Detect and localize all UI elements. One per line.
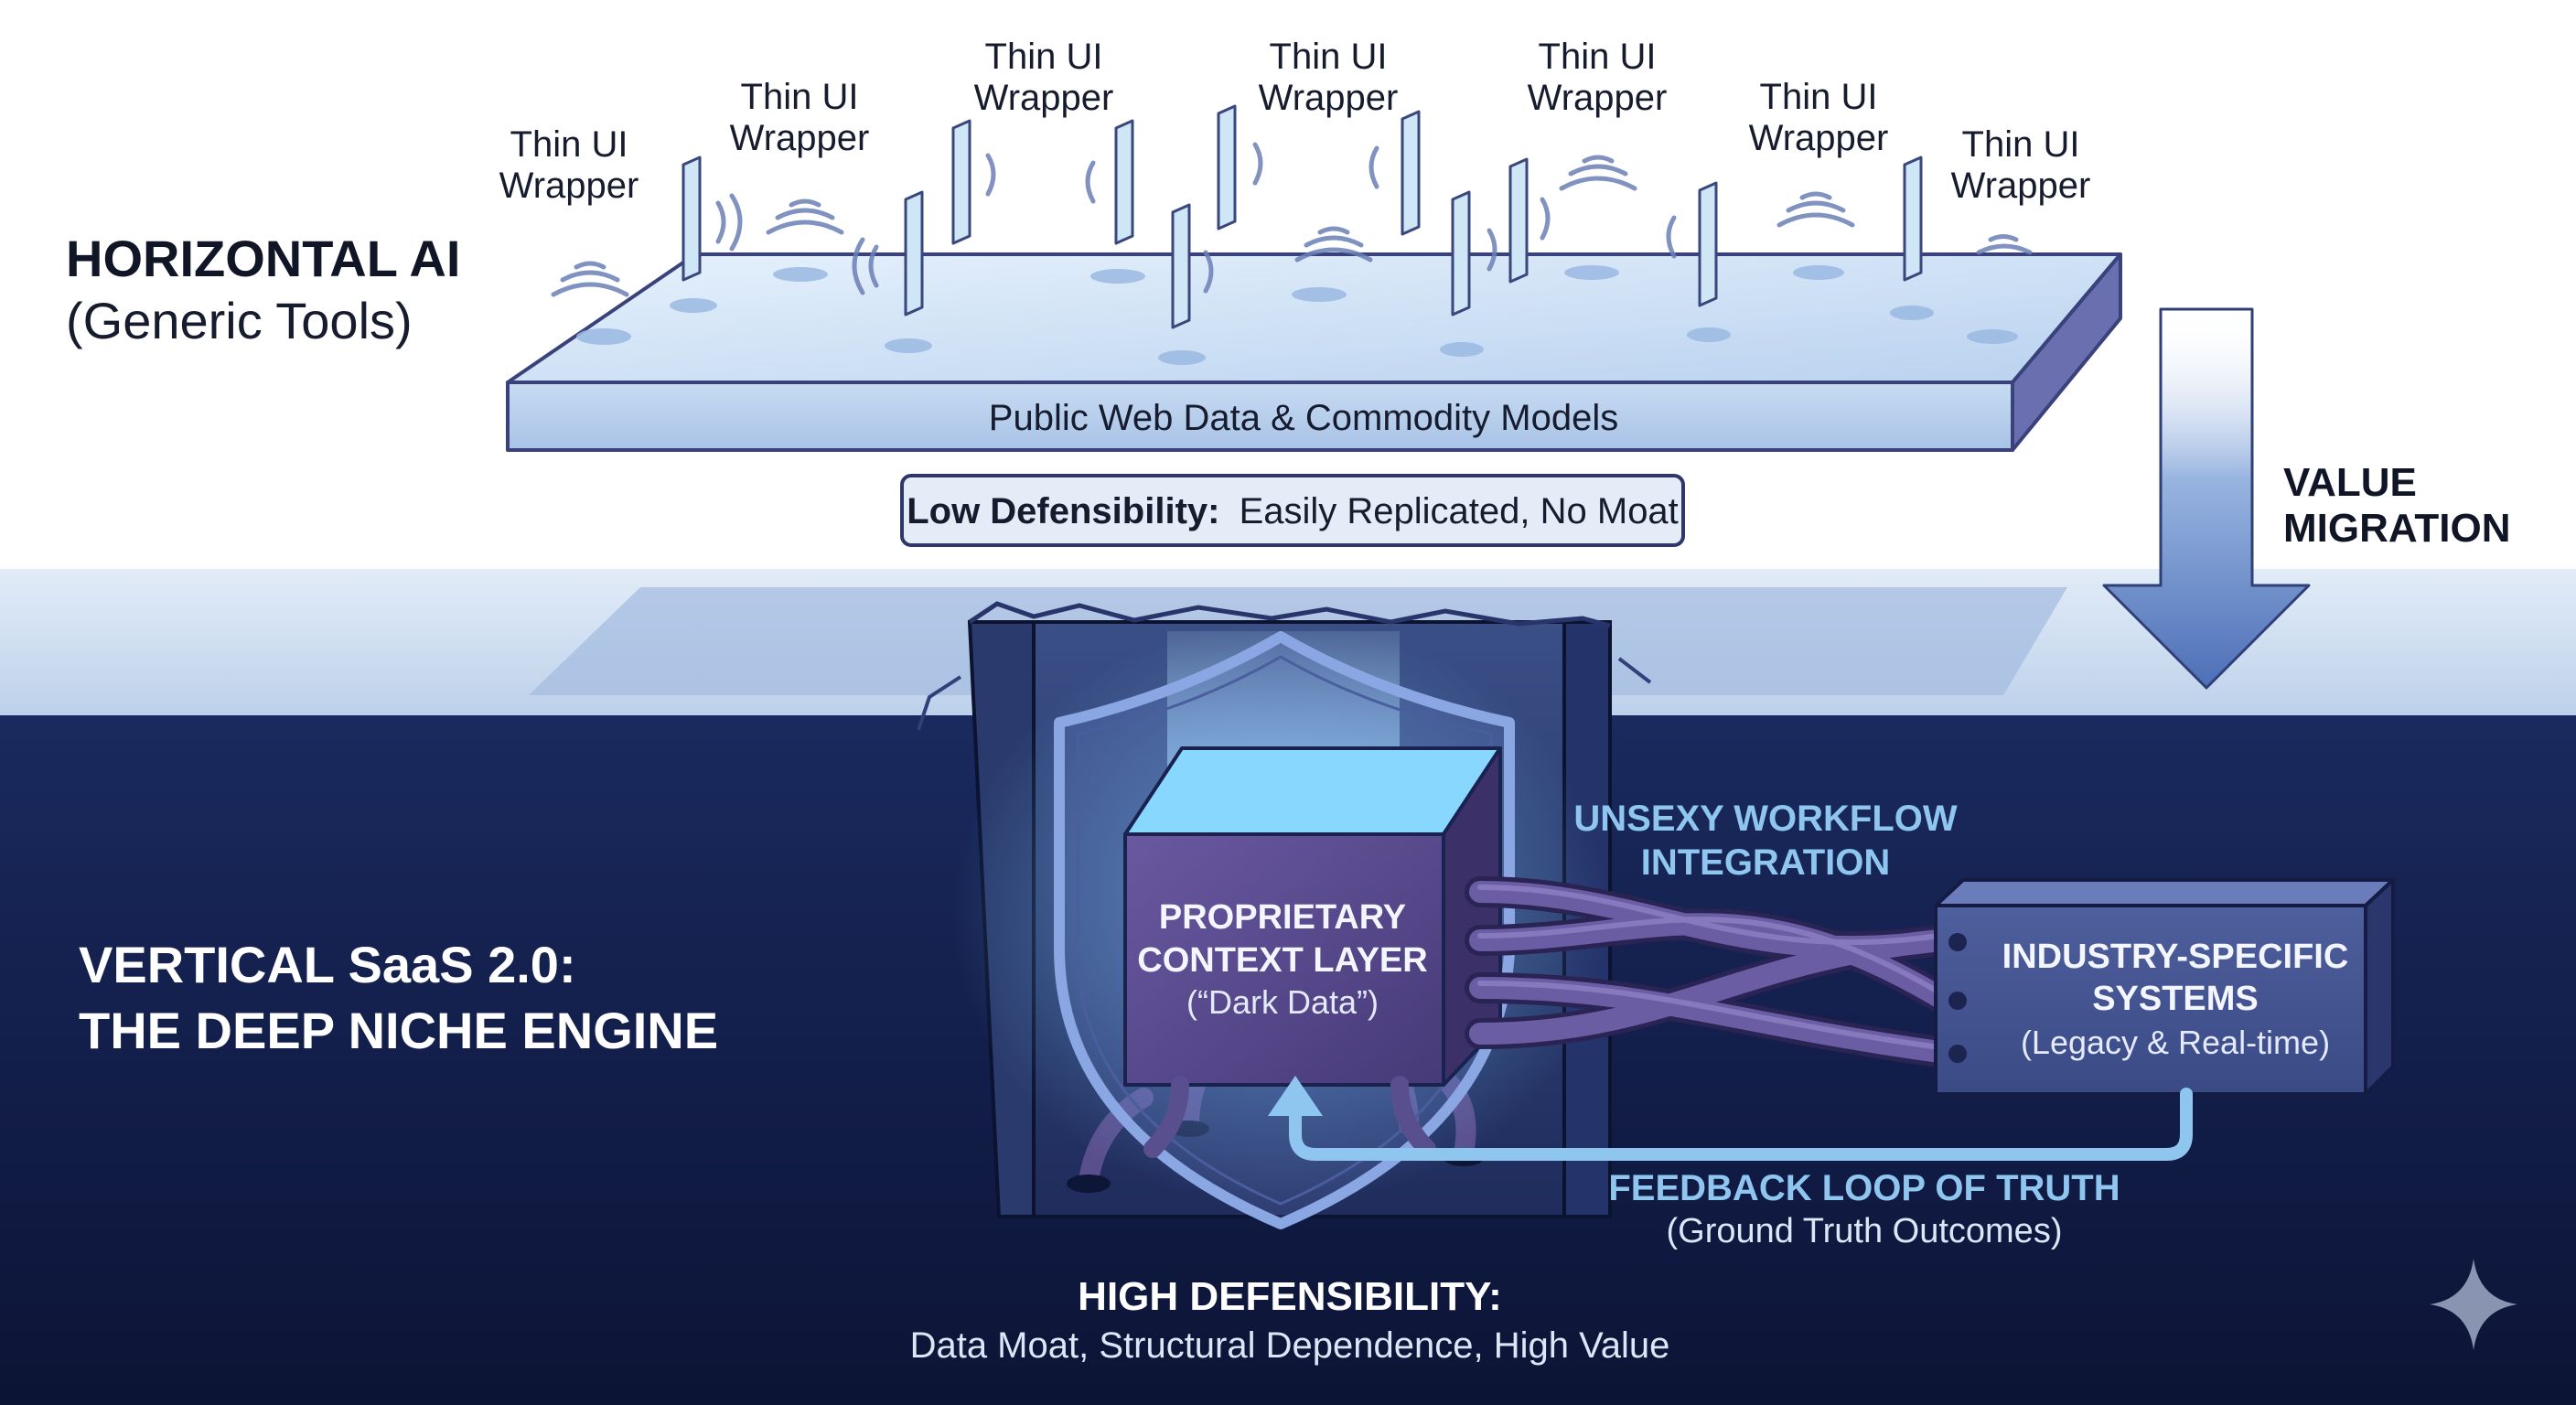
high-defensibility-heading: HIGH DEFENSIBILITY: <box>1078 1274 1502 1319</box>
wrapper-label-4-line2: Wrapper <box>1259 78 1399 118</box>
wrapper-panels <box>682 104 1923 329</box>
vertical-saas-heading-line1: VERTICAL SaaS 2.0: <box>79 936 576 993</box>
wrapper-label-6-line2: Wrapper <box>1749 118 1889 158</box>
proprietary-context-cube: PROPRIETARY CONTEXT LAYER (“Dark Data”) <box>1123 746 1502 1087</box>
arrow-down-icon <box>2102 307 2311 690</box>
workflow-label-line1: UNSEXY WORKFLOW <box>1573 799 1958 839</box>
core-label-line1: PROPRIETARY <box>1159 898 1406 937</box>
low-defensibility-text: Easily Replicated, No Moat <box>1240 491 1679 531</box>
value-migration-line1: VALUE <box>2283 460 2417 505</box>
wrapper-panel <box>1903 156 1923 282</box>
horizontal-ai-subheading: (Generic Tools) <box>66 292 413 349</box>
wrapper-panel <box>1451 190 1471 316</box>
wrapper-panel <box>951 119 971 245</box>
systems-label-line2: SYSTEMS <box>2092 980 2259 1018</box>
wrapper-label-3-line1: Thin UI <box>985 37 1103 77</box>
systems-label-line3: (Legacy & Real-time) <box>2021 1024 2330 1061</box>
value-migration-line2: MIGRATION <box>2283 506 2511 551</box>
industry-systems-box: INDUSTRY-SPECIFIC SYSTEMS (Legacy & Real… <box>1934 878 2395 1096</box>
platform-label: Public Web Data & Commodity Models <box>989 398 1618 438</box>
cube-base-pipes <box>1143 1076 1436 1158</box>
wrapper-label-6-line1: Thin UI <box>1760 77 1878 117</box>
svg-text:Low Defensibility: Easil: Low Defensibility: Easily Replicated, No… <box>907 491 1679 531</box>
wrapper-label-4-line1: Thin UI <box>1270 37 1388 77</box>
wrapper-panel <box>904 190 924 316</box>
core-label-line2: CONTEXT LAYER <box>1137 941 1427 980</box>
feedback-label-line1: FEEDBACK LOOP OF TRUTH <box>1608 1168 2120 1208</box>
core-label-line3: (“Dark Data”) <box>1186 983 1379 1021</box>
wrapper-labels: Thin UI Wrapper Thin UI Wrapper Thin UI … <box>499 37 2091 206</box>
wrapper-label-5-line1: Thin UI <box>1539 37 1657 77</box>
wrapper-label-3-line2: Wrapper <box>974 78 1114 118</box>
wrapper-panel <box>1171 203 1191 329</box>
feedback-label-line2: (Ground Truth Outcomes) <box>1667 1212 2063 1250</box>
wrapper-panel <box>1217 104 1237 231</box>
wrapper-label-7-line1: Thin UI <box>1962 124 2080 165</box>
wrapper-panel <box>1114 119 1134 245</box>
vertical-saas-heading-line2: THE DEEP NICHE ENGINE <box>79 1002 718 1059</box>
workflow-label-line2: INTEGRATION <box>1641 842 1891 883</box>
wrapper-label-1-line2: Wrapper <box>499 166 639 206</box>
wrapper-panel <box>1698 181 1718 307</box>
systems-label-line1: INDUSTRY-SPECIFIC <box>2002 938 2349 976</box>
horizontal-ai-heading: HORIZONTAL AI <box>66 230 460 287</box>
low-defensibility-bold: Low Defensibility: <box>907 491 1219 531</box>
signal-waves <box>551 142 2033 297</box>
wrapper-label-2-line2: Wrapper <box>730 118 870 158</box>
high-defensibility-text: Data Moat, Structural Dependence, High V… <box>910 1325 1670 1366</box>
commodity-platform: Public Web Data & Commodity Models <box>506 252 2122 452</box>
arrow-up-icon <box>1268 1076 1323 1116</box>
wrapper-label-1-line1: Thin UI <box>510 124 628 165</box>
value-migration-arrow: VALUE MIGRATION <box>2102 307 2511 690</box>
wrapper-panel <box>682 156 702 282</box>
wrapper-panel <box>1401 110 1421 236</box>
low-defensibility-badge: Low Defensibility: Easily Replicated, No… <box>900 474 1685 547</box>
wrapper-label-2-line1: Thin UI <box>741 77 859 117</box>
wrapper-label-5-line2: Wrapper <box>1528 78 1668 118</box>
wrapper-panel <box>1508 157 1529 284</box>
sparkle-icon <box>2430 1259 2517 1350</box>
workflow-cables <box>1465 876 1955 1067</box>
feedback-loop-arrow <box>1268 1076 2193 1161</box>
wrapper-label-7-line2: Wrapper <box>1951 166 2091 206</box>
